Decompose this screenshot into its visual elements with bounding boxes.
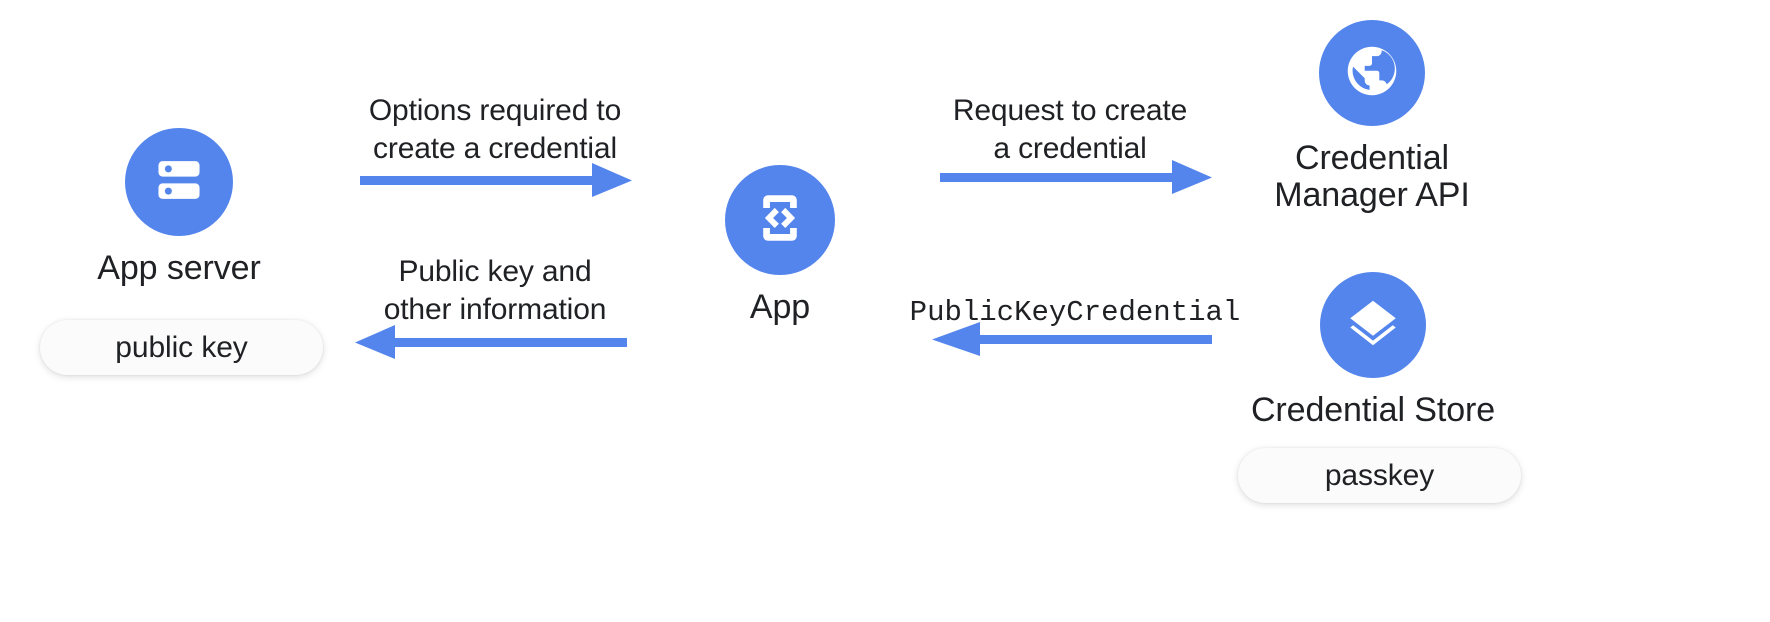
app-code-phone-icon (749, 187, 811, 254)
node-credential-manager-api: Credential Manager API (1232, 20, 1512, 215)
arrow-caption-public-key-and-other-information: Public key and other information (383, 255, 607, 327)
node-app: App (690, 165, 870, 326)
layers-icon-circle (1320, 272, 1426, 378)
globe-icon-circle (1319, 20, 1425, 126)
passkey-chip: passkey (1238, 448, 1521, 503)
public-key-chip-label: public key (115, 330, 248, 364)
node-label-credential-manager-api: Credential Manager API (1274, 139, 1470, 215)
node-label-credential-store: Credential Store (1250, 391, 1496, 429)
arrow-caption-request-to-create: Request to create a credential (952, 94, 1188, 166)
public-key-chip: public key (40, 320, 323, 375)
node-app-server: App server (18, 128, 340, 287)
node-label-app: App (749, 288, 811, 326)
arrow-caption-publickeycredential: PublicKeyCredential (909, 296, 1241, 329)
node-credential-store: Credential Store (1238, 272, 1508, 429)
arrow-caption-options-required: Options required to create a credential (368, 94, 622, 166)
arrow-app-to-credential-manager-api (940, 160, 1212, 194)
arrow-credential-store-to-app (932, 322, 1212, 356)
arrow-app-server-to-app (360, 163, 632, 197)
app-code-phone-icon-circle (725, 165, 835, 275)
arrow-app-to-app-server (355, 325, 627, 359)
server-icon (150, 151, 208, 214)
server-icon-circle (125, 128, 233, 236)
passkey-chip-label: passkey (1324, 458, 1435, 492)
node-label-app-server: App server (97, 249, 261, 287)
layers-icon (1343, 293, 1403, 358)
globe-icon (1341, 40, 1403, 107)
